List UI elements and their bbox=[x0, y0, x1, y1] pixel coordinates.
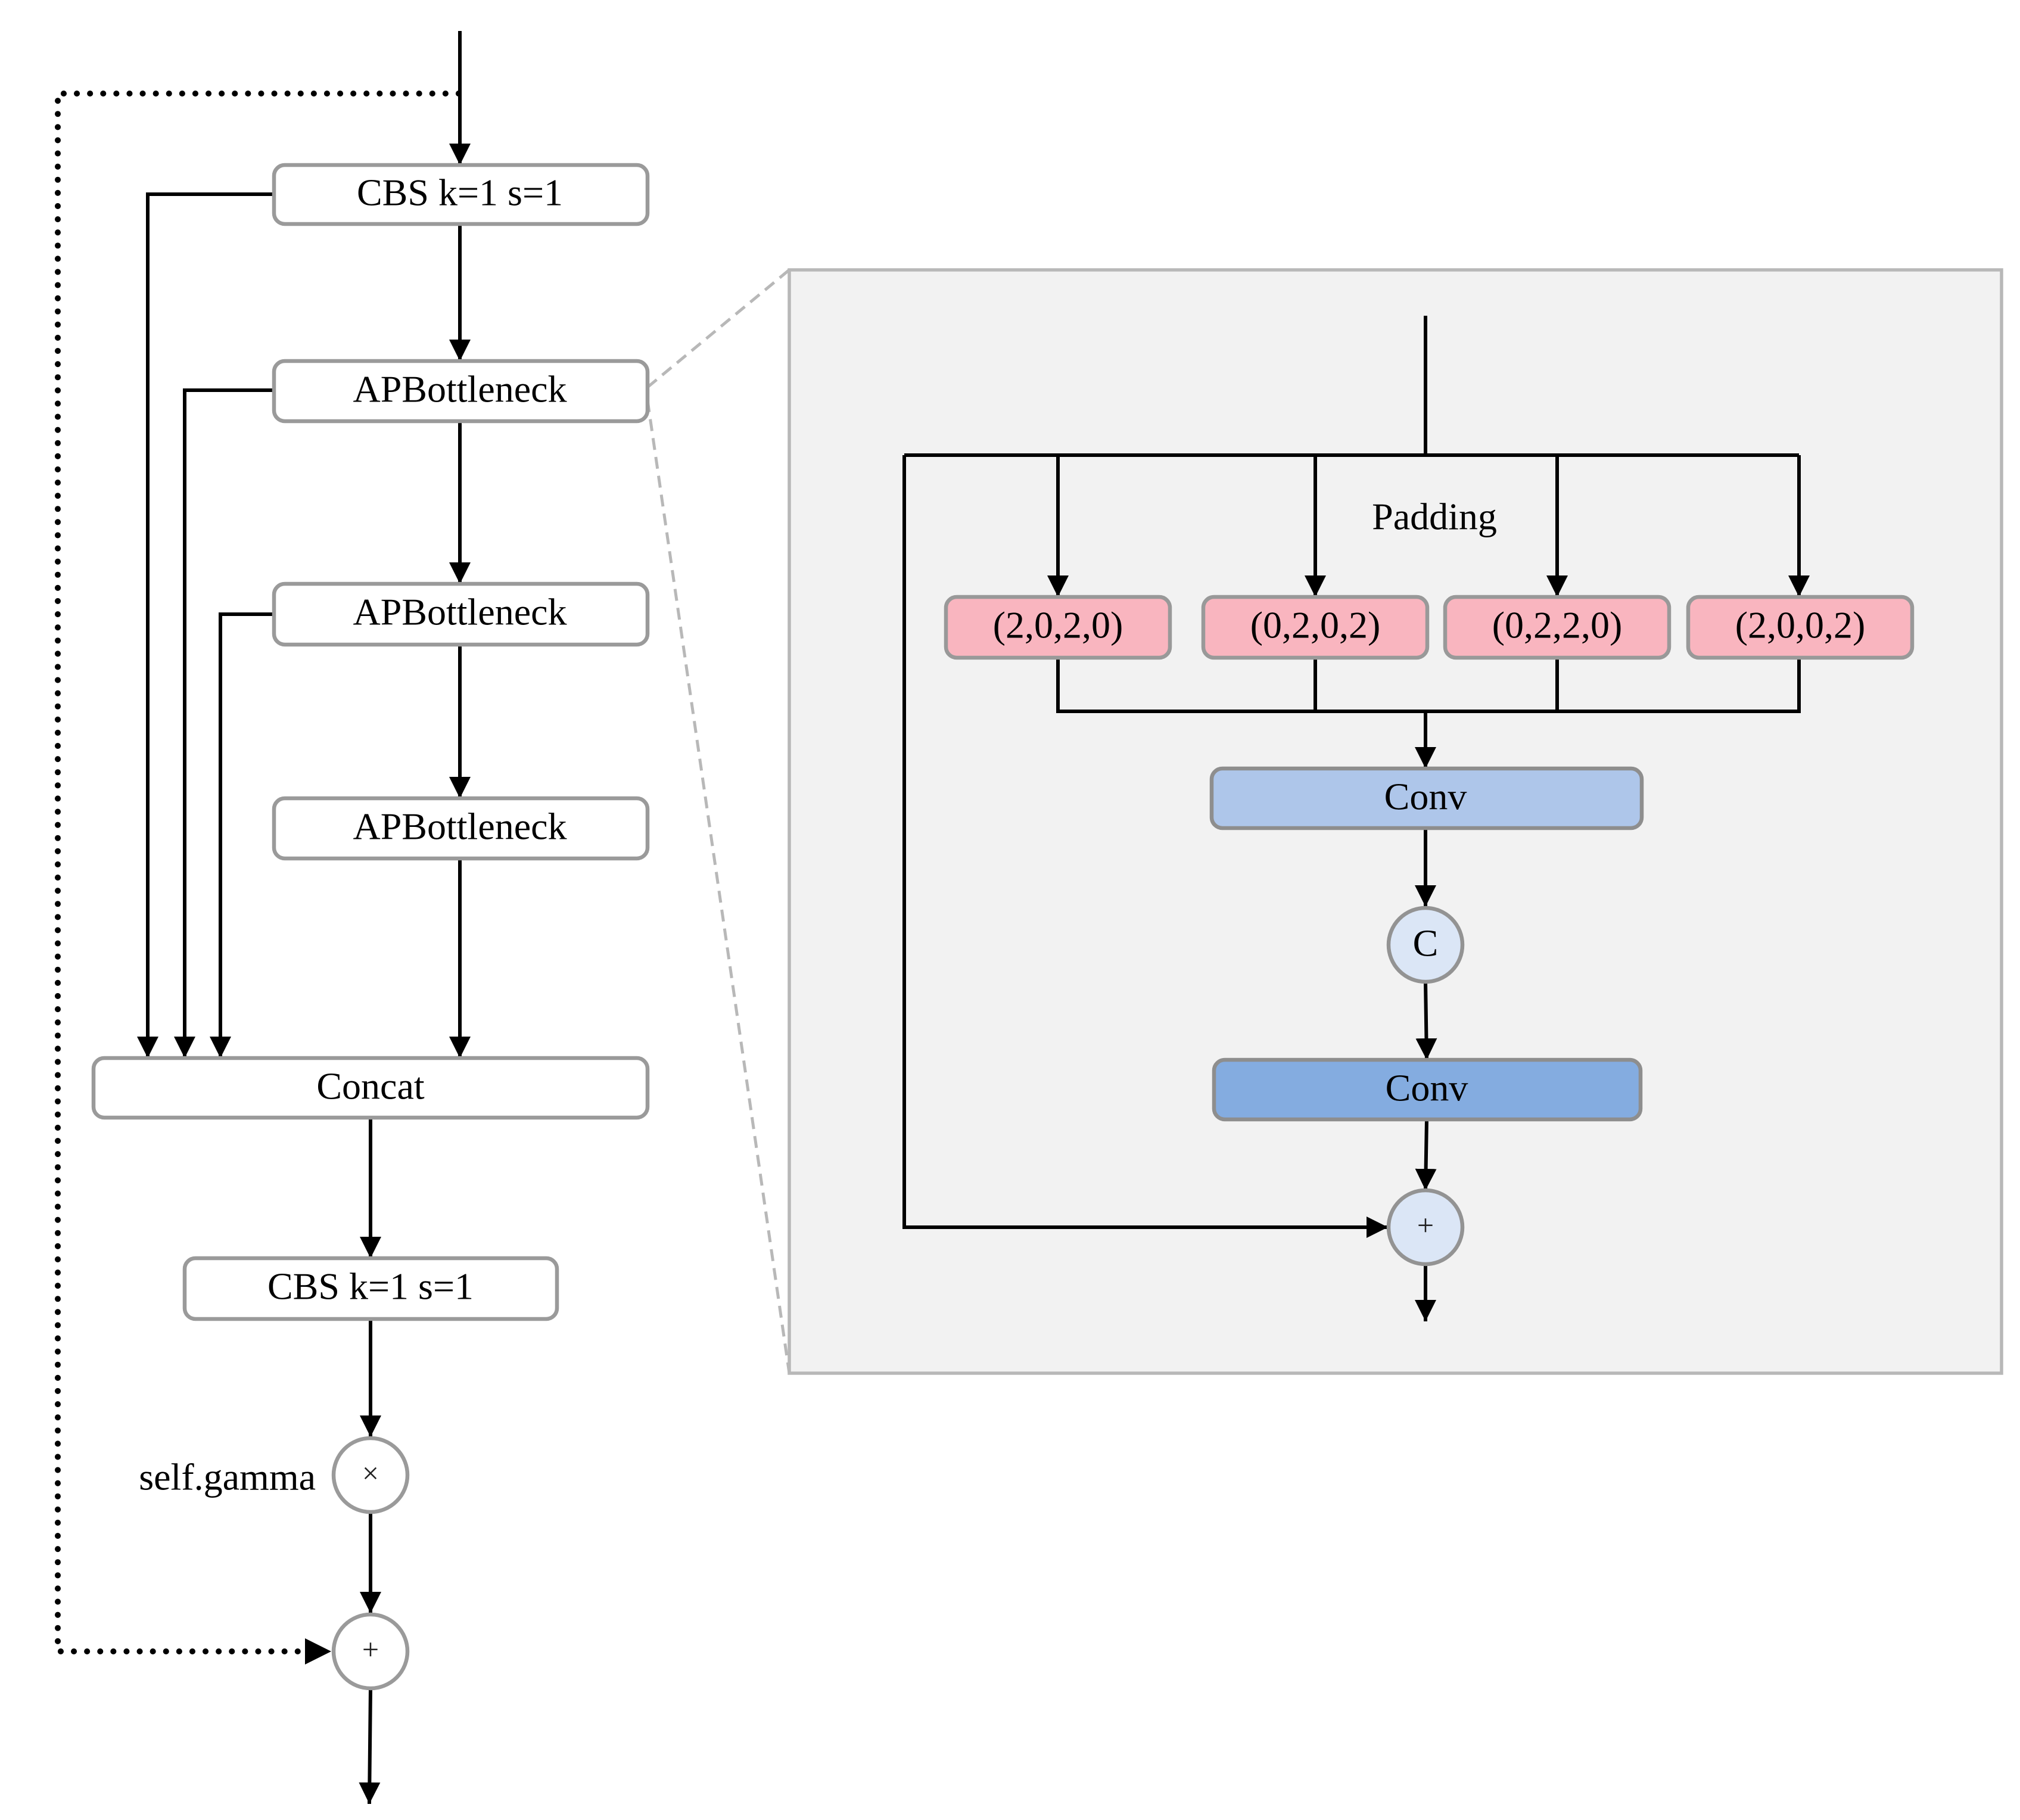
output-arrow bbox=[359, 1689, 381, 1805]
apbottleneck-3-label: APBottleneck bbox=[353, 805, 567, 848]
apbottleneck-1-label: APBottleneck bbox=[353, 368, 567, 410]
padding-label: Padding bbox=[1372, 496, 1497, 538]
conv-1-node: Conv bbox=[1209, 766, 1644, 830]
concat-symbol: C bbox=[1413, 922, 1439, 965]
pad-option-3-label: (0,2,2,0) bbox=[1492, 604, 1623, 646]
multiply-symbol: × bbox=[362, 1456, 379, 1489]
add-symbol-panel: + bbox=[1417, 1208, 1434, 1242]
skip-bottleneck-1-to-concat bbox=[174, 388, 274, 1058]
residual-arrowhead bbox=[305, 1638, 331, 1665]
conv-2-node: Conv bbox=[1212, 1057, 1643, 1122]
pad-merge-lines bbox=[1056, 658, 1801, 713]
add-node-left: + bbox=[331, 1612, 410, 1691]
pad-option-4-label: (2,0,0,2) bbox=[1735, 604, 1866, 646]
pad-option-1: (2,0,2,0) bbox=[944, 595, 1172, 660]
residual-dotted-path bbox=[55, 91, 462, 1654]
concat-node: Concat bbox=[91, 1056, 650, 1120]
conv-2-label: Conv bbox=[1386, 1067, 1468, 1109]
gamma-label: self.gamma bbox=[139, 1456, 316, 1498]
pad-option-3: (0,2,2,0) bbox=[1443, 595, 1672, 660]
pad-option-2-label: (0,2,0,2) bbox=[1250, 604, 1381, 646]
arrow-concat-to-conv-2 bbox=[1415, 981, 1437, 1060]
pad-option-2: (0,2,0,2) bbox=[1201, 595, 1430, 660]
skip-bottleneck-2-to-concat bbox=[210, 612, 274, 1058]
multiply-node: × bbox=[331, 1436, 410, 1514]
panel-shortcut-path bbox=[902, 455, 1388, 1238]
apbottleneck-2-label: APBottleneck bbox=[353, 591, 567, 633]
arrow-conv-2-to-add bbox=[1415, 1119, 1437, 1191]
zoom-line-top bbox=[646, 269, 790, 388]
cbs-top-node: CBS k=1 s=1 bbox=[272, 163, 650, 226]
conv-1-label: Conv bbox=[1384, 776, 1467, 818]
add-node-panel: + bbox=[1386, 1188, 1465, 1267]
concat-node-panel: C bbox=[1386, 906, 1465, 984]
apbottleneck-2-node: APBottleneck bbox=[272, 581, 650, 647]
concat-label: Concat bbox=[316, 1065, 425, 1107]
cbs-top-label: CBS k=1 s=1 bbox=[357, 172, 563, 214]
pad-option-1-label: (2,0,2,0) bbox=[993, 604, 1123, 646]
add-symbol-left: + bbox=[362, 1632, 379, 1666]
cbs-bottom-node: CBS k=1 s=1 bbox=[182, 1256, 559, 1321]
apbottleneck-1-node: APBottleneck bbox=[272, 359, 650, 424]
skip-cbs-to-concat bbox=[137, 192, 274, 1058]
pad-option-4: (2,0,0,2) bbox=[1686, 595, 1915, 660]
zoom-line-bottom bbox=[646, 400, 791, 1374]
cbs-bottom-label: CBS k=1 s=1 bbox=[267, 1265, 474, 1308]
apbottleneck-3-node: APBottleneck bbox=[272, 796, 650, 861]
